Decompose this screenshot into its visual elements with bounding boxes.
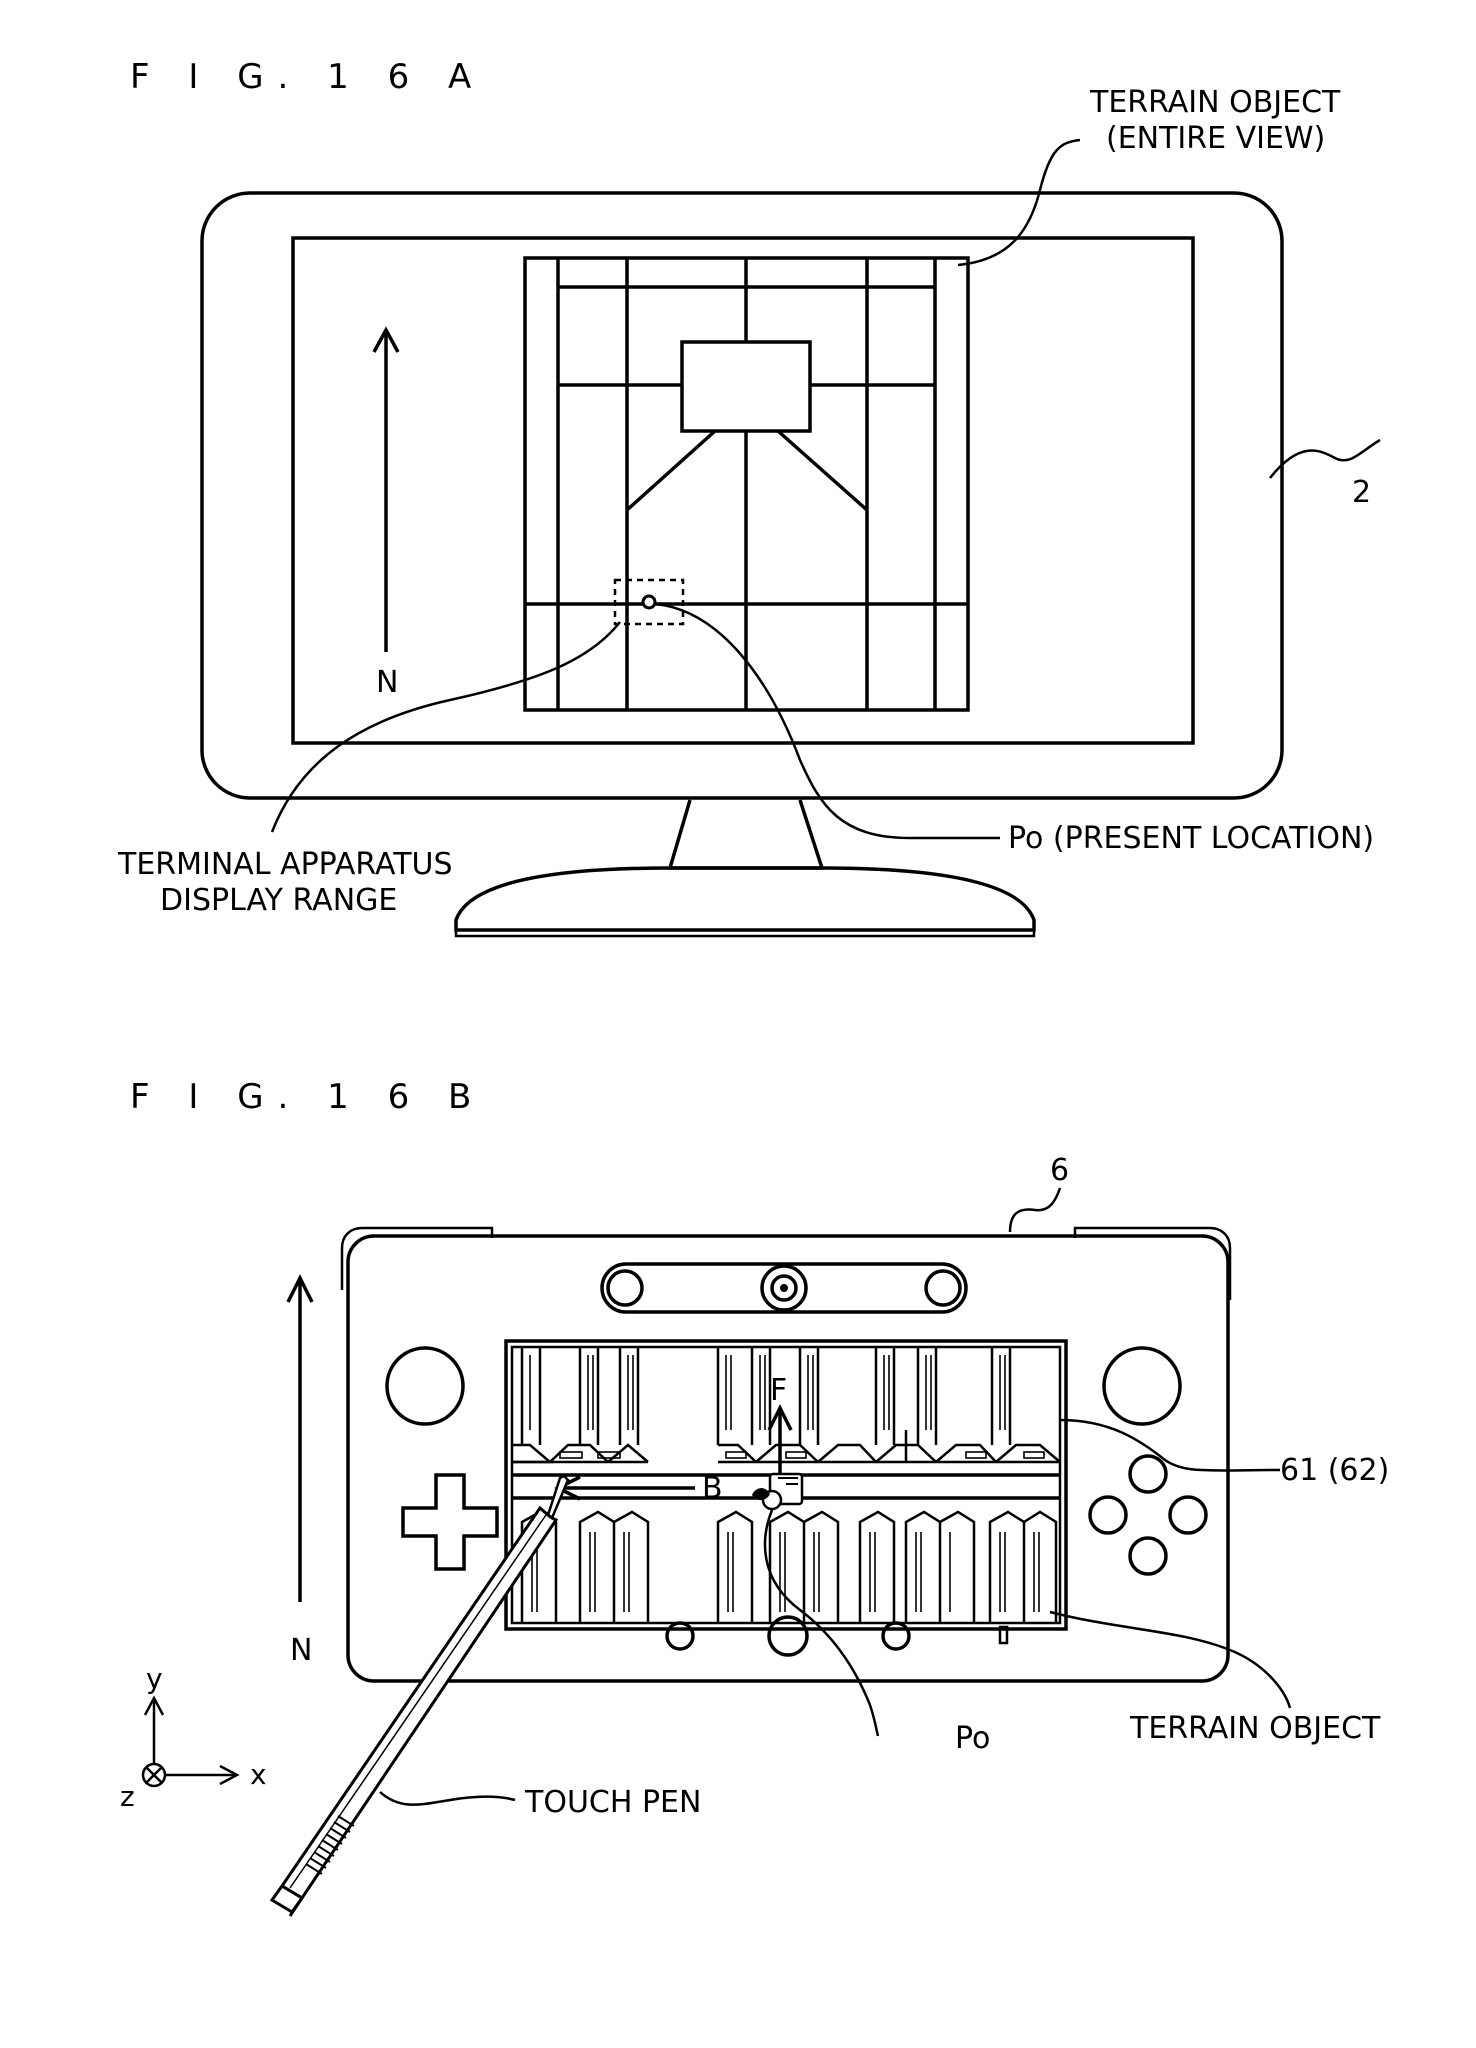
forward-label: F: [770, 1373, 787, 1408]
coordinate-axes: y x z: [120, 1662, 267, 1813]
leader-screen-ref: [1059, 1418, 1281, 1472]
camera-lens-center: [780, 1284, 788, 1292]
monitor-stand-neck: [667, 799, 825, 870]
monitor-screen: [291, 236, 1195, 745]
present-location-marker: [641, 594, 657, 610]
north-label-16a: N: [376, 665, 398, 700]
power-indicator: [998, 1625, 1009, 1645]
left-shoulder-button: [340, 1226, 494, 1290]
home-button: [767, 1615, 809, 1657]
bottom-button-1: [665, 1621, 695, 1651]
terminal-body: [346, 1234, 1230, 1683]
north-arrow-head: [372, 326, 400, 353]
terminal-reference-numeral: 6: [1050, 1153, 1069, 1188]
central-building: [680, 340, 812, 433]
touch-pen: [269, 1474, 570, 1917]
axis-x-label: x: [250, 1758, 267, 1791]
terrain-object-label-line2: (ENTIRE VIEW): [1106, 121, 1325, 156]
leader-present-location: [654, 602, 1000, 840]
north-label-16b: N: [290, 1633, 312, 1668]
camera-lens-inner: [770, 1274, 798, 1302]
display-range-label-line2: DISPLAY RANGE: [160, 883, 397, 918]
building-block-upper-left: [512, 1347, 649, 1464]
north-arrow-head-16b: [286, 1274, 314, 1303]
left-analog-stick: [385, 1346, 465, 1426]
face-button-right: [1168, 1495, 1208, 1535]
terminal-display-range-box: [613, 578, 685, 626]
leader-monitor-ref: [1269, 438, 1381, 479]
face-button-bottom: [1128, 1536, 1168, 1576]
sensor-bar: [600, 1262, 968, 1314]
right-shoulder-button: [1073, 1226, 1232, 1300]
face-button-top: [1128, 1454, 1168, 1494]
axis-y-label: y: [146, 1662, 163, 1695]
leader-terminal-ref: [1008, 1187, 1062, 1233]
terrain-map-entire-view: [523, 256, 970, 712]
terminal-screen-frame: [504, 1339, 1068, 1631]
touch-pen-label: TOUCH PEN: [524, 1785, 701, 1820]
leader-display-range: [270, 621, 621, 833]
camera-lens: [760, 1264, 808, 1312]
sensor-left: [606, 1269, 644, 1307]
leader-present: [763, 1509, 880, 1737]
sensor-right: [924, 1269, 962, 1307]
terrain-object-label-line1: TERRAIN OBJECT: [1089, 85, 1341, 120]
building-block-lower-right: [716, 1510, 1058, 1623]
back-label: B: [702, 1471, 723, 1506]
figure-16a: F I G. 1 6 A: [117, 57, 1381, 938]
figure-16b: F I G. 1 6 B: [120, 1077, 1389, 1917]
player-character: [752, 1472, 804, 1511]
d-pad: [401, 1473, 499, 1571]
leader-touch-pen: [379, 1791, 516, 1806]
monitor-body: [200, 191, 1284, 800]
present-label-16b: Po: [955, 1721, 990, 1756]
axis-z-label: z: [120, 1780, 135, 1813]
face-button-left: [1088, 1495, 1128, 1535]
monitor-stand-base: [454, 866, 1036, 932]
right-analog-stick: [1102, 1346, 1182, 1426]
monitor-stand-foot: [454, 928, 1036, 938]
present-location-label: Po (PRESENT LOCATION): [1008, 821, 1374, 856]
figure-16a-title: F I G. 1 6 A: [130, 57, 485, 97]
screen-reference-label: 61 (62): [1280, 1453, 1389, 1488]
leader-terrain-entire: [957, 138, 1081, 267]
terrain-object-label-16b: TERRAIN OBJECT: [1129, 1711, 1381, 1746]
leader-terrain-object: [1049, 1610, 1292, 1709]
figure-16b-title: F I G. 1 6 B: [130, 1077, 485, 1117]
terminal-screen: [510, 1345, 1062, 1625]
monitor-reference-numeral: 2: [1352, 475, 1371, 510]
forward-arrow-head: [767, 1404, 793, 1431]
bottom-button-3: [881, 1621, 911, 1651]
display-range-label-line1: TERMINAL APPARATUS: [117, 847, 453, 882]
